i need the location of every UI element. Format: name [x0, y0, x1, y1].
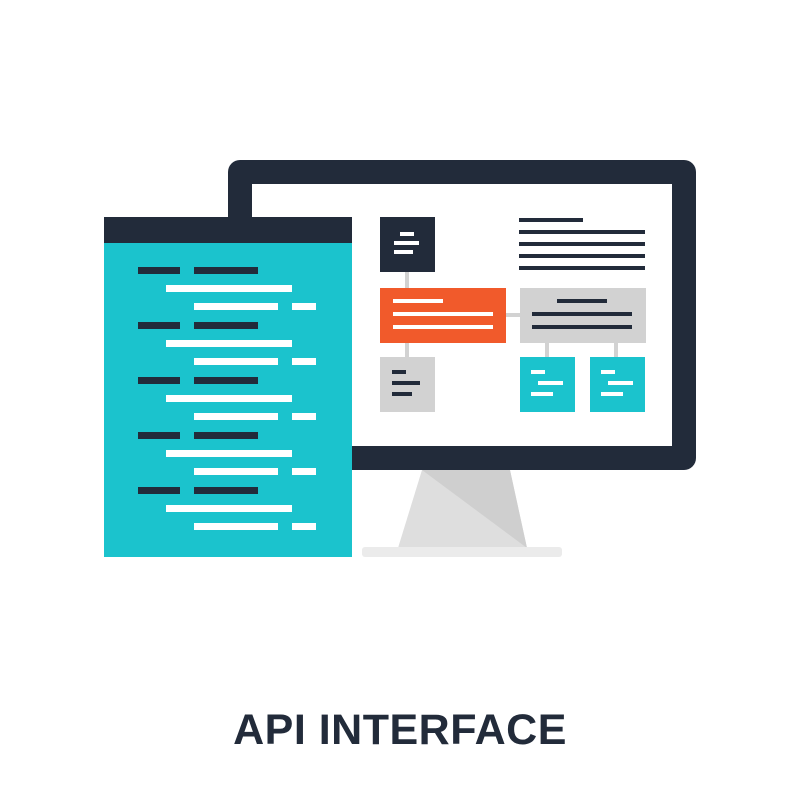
node-line [393, 325, 493, 329]
code-line [138, 377, 180, 384]
code-line [194, 322, 258, 329]
node-line [601, 392, 623, 396]
connector-line [506, 313, 520, 317]
code-line [194, 432, 258, 439]
monitor-base [362, 547, 562, 557]
node-line [608, 381, 633, 385]
node-line [393, 312, 493, 316]
code-line [292, 413, 316, 420]
code-document-icon [104, 217, 352, 557]
code-line [166, 395, 292, 402]
node-line [393, 299, 443, 303]
node-line [394, 241, 419, 245]
node-line [532, 312, 632, 316]
node-line [531, 370, 545, 374]
node-line [538, 381, 563, 385]
connector-line [545, 343, 549, 357]
document-header [104, 217, 352, 243]
connector-line [614, 343, 618, 357]
node-line [392, 370, 406, 374]
code-line [194, 358, 278, 365]
node-line [392, 381, 420, 385]
code-line [194, 487, 258, 494]
node-line [601, 370, 615, 374]
code-line [292, 303, 316, 310]
code-line [292, 358, 316, 365]
node-line [557, 299, 607, 303]
node-line [400, 232, 414, 236]
node-line [531, 392, 553, 396]
code-line [166, 285, 292, 292]
code-line [166, 450, 292, 457]
code-line [138, 487, 180, 494]
code-line [166, 340, 292, 347]
code-line [194, 303, 278, 310]
node-line [532, 325, 632, 329]
code-line [166, 505, 292, 512]
flowchart-icon [380, 217, 646, 412]
code-lines [138, 267, 316, 530]
code-line [194, 468, 278, 475]
code-line [292, 468, 316, 475]
node-line [394, 250, 413, 254]
code-line [138, 267, 180, 274]
code-line [194, 267, 258, 274]
code-line [194, 413, 278, 420]
code-line [138, 432, 180, 439]
text-block-lines [519, 218, 645, 270]
code-line [194, 523, 278, 530]
node-line [392, 392, 412, 396]
monitor-stand-shadow [422, 470, 527, 548]
connector-line [405, 272, 409, 288]
code-line [138, 322, 180, 329]
caption-title: API INTERFACE [233, 706, 567, 754]
code-line [292, 523, 316, 530]
connector-line [405, 343, 409, 357]
code-line [194, 377, 258, 384]
